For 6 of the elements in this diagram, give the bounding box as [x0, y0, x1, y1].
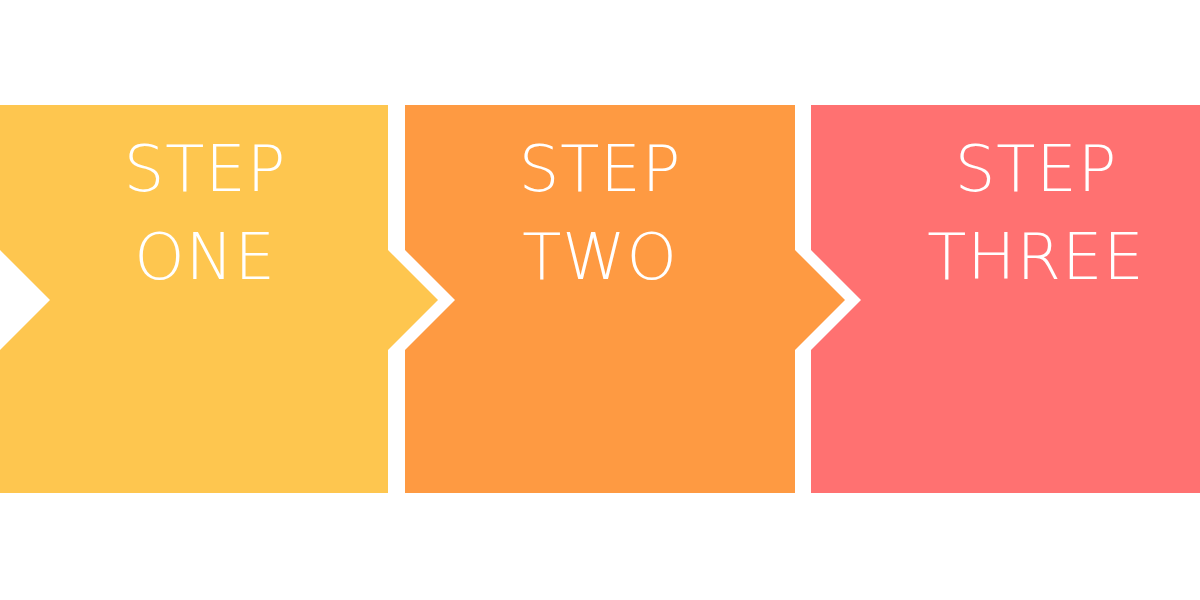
step-label: STEP ONE: [122, 131, 288, 296]
chevron-step: [405, 105, 845, 493]
chevron-step: [0, 105, 438, 493]
step-label: STEP THREE: [926, 131, 1146, 296]
chevron-step: [811, 105, 1200, 493]
step-label: STEP TWO: [517, 131, 683, 296]
